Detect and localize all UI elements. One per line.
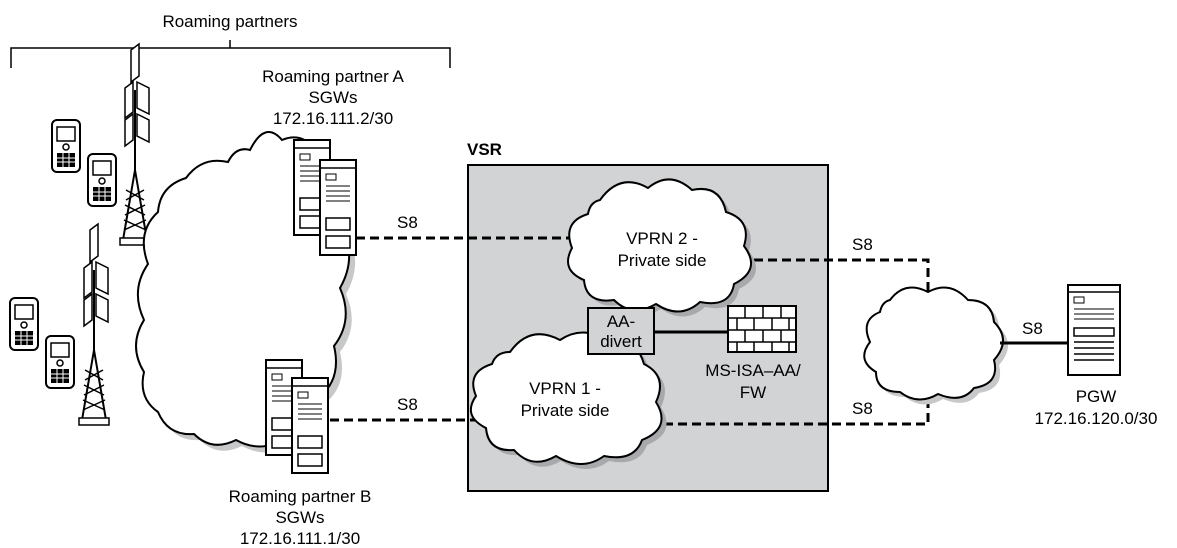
mobile-phone-icon [51,119,81,173]
mobile-phone-icon [9,297,39,351]
firewall-icon [727,305,797,353]
pgw-server-icon [1067,284,1121,376]
partner-b-ip: 172.16.111.1/30 [240,529,360,548]
core-network-cloud [863,286,1008,405]
s8-label-vprn2-cloud: S8 [852,235,873,254]
s8-label-vprn1-cloud: S8 [852,399,873,418]
partner-b-name: Roaming partner B [229,487,372,506]
mobile-phone-icon [87,153,117,207]
vprn2-cloud [567,178,757,317]
partner-a-name: Roaming partner A [262,67,404,86]
vprn1-cloud [469,331,667,469]
pgw-ip: 172.16.120.0/30 [1035,409,1158,428]
s8-label-partner-b: S8 [397,395,418,414]
mobile-phone-icon [45,335,75,389]
s8-label-partner-a: S8 [397,213,418,232]
vprn1-label-line1: VPRN 1 - [529,379,601,398]
aa-divert-line2: divert [600,332,642,351]
sgw-server-icon [291,377,329,474]
vprn2-label-line1: VPRN 2 - [626,229,698,248]
roaming-partners-label: Roaming partners [162,12,297,31]
sgw-server-icon [319,159,357,256]
cell-tower-icon [119,43,151,246]
aa-divert-line1: AA- [607,312,635,331]
roaming-partners-bracket [10,40,451,68]
ms-isa-line2: FW [740,383,766,402]
partner-a-ip: 172.16.111.2/30 [273,109,393,128]
vprn2-label-line2: Private side [618,251,707,270]
cell-tower-icon [78,223,110,426]
vprn1-label-line2: Private side [521,401,610,420]
partner-a-role: SGWs [308,88,357,107]
aa-divert-box [587,307,655,355]
vsr-title: VSR [467,140,502,159]
s8-label-pgw: S8 [1022,319,1043,338]
partner-b-role: SGWs [275,508,324,527]
s8-link-vprn2-cloud [740,258,930,292]
ms-isa-line1: MS-ISA–AA/ [705,361,801,380]
pgw-name: PGW [1076,387,1117,406]
